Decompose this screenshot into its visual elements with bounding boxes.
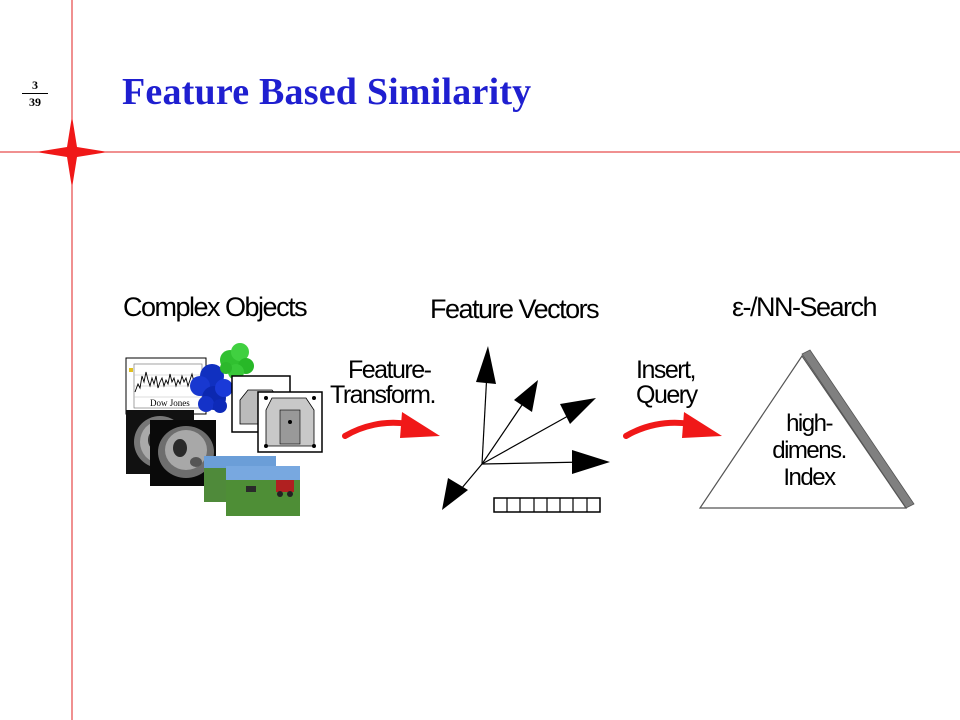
feature-transform-line2: Transform. (330, 381, 436, 409)
query-label: Query (636, 381, 698, 409)
vector-cells (493, 497, 601, 513)
complex-objects-collage (125, 343, 323, 516)
slide-title: Feature Based Similarity (122, 71, 532, 113)
molecule-thumbnail (190, 343, 254, 413)
feature-transform-arrow (342, 412, 440, 439)
insert-query-label: Insert, Query (636, 356, 698, 409)
page-total: 39 (29, 95, 41, 109)
landscape-photo-thumbnail (204, 456, 300, 516)
heading-complex-objects: Complex Objects (123, 292, 308, 322)
star-ornament (36, 116, 108, 188)
page-current: 3 (32, 78, 38, 92)
stock-chart-caption: Dow Jones (150, 398, 190, 408)
feature-transform-label: Feature- Transform. (330, 356, 436, 408)
insert-query-arrow (623, 412, 722, 439)
index-triangle (698, 349, 915, 509)
index-line1: high- (786, 410, 833, 437)
heading-feature-vectors: Feature Vectors (430, 294, 600, 324)
heading-nn-search: ε-/NN-Search (732, 292, 878, 322)
index-label: high- dimens. Index (764, 410, 854, 491)
stock-chart-thumbnail (125, 357, 207, 415)
page-number-divider (22, 93, 48, 94)
feature-vector-axes (442, 346, 610, 510)
mri-scan-thumbnail (126, 410, 216, 486)
insert-label: Insert, (636, 356, 696, 384)
feature-transform-line1: Feature- (348, 356, 432, 384)
index-line3: Index (783, 464, 836, 491)
page-number: 3 39 (22, 78, 48, 109)
index-line2: dimens. (772, 437, 847, 464)
cad-drawing-thumbnail (231, 375, 323, 453)
